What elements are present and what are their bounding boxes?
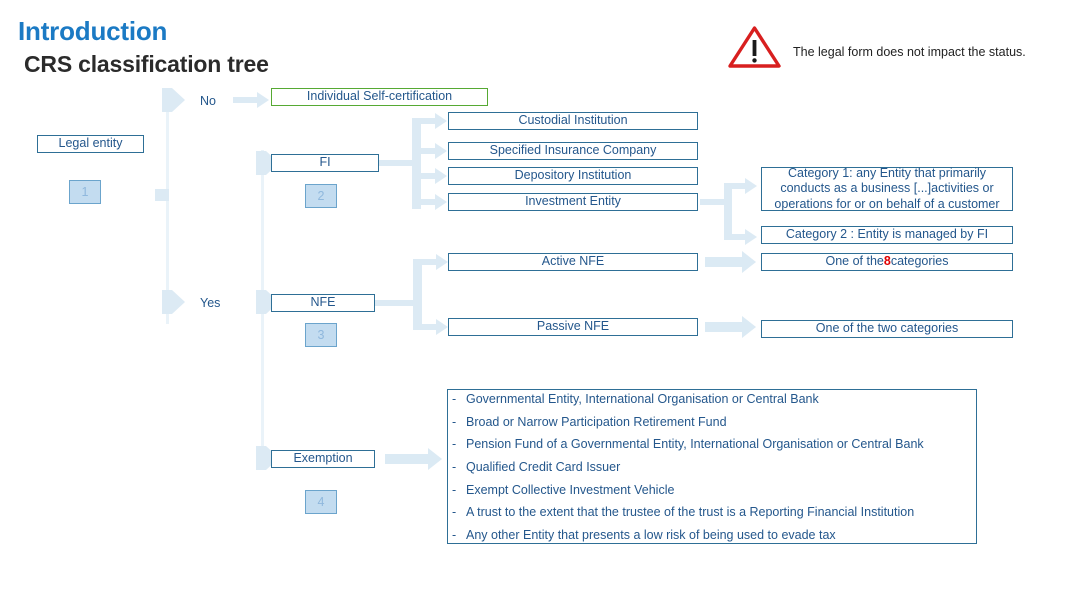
exemption-item-6: A trust to the extent that the trustee o…: [466, 505, 915, 519]
nfe-connector-stem: [375, 300, 413, 306]
node-fi-label: FI: [319, 155, 331, 170]
exemption-dash-4: -: [452, 460, 457, 474]
node-legal-entity-label: Legal entity: [58, 136, 123, 151]
node-custodial-institution-label: Custodial Institution: [518, 113, 628, 128]
fi-branch-arrow-2: [412, 143, 448, 159]
exemption-item-1: Governmental Entity, International Organ…: [466, 392, 819, 406]
spine-primary-line: [166, 96, 169, 324]
arrow-passive-nfe-result: [705, 316, 757, 338]
exemption-dash-5: -: [452, 483, 457, 497]
badge-3-label: 3: [317, 328, 325, 342]
badge-2-label: 2: [317, 189, 325, 203]
ie-branch-arrow-1: [724, 178, 758, 194]
node-depository-institution-label: Depository Institution: [514, 168, 632, 183]
node-passive-nfe-label: Passive NFE: [536, 319, 610, 334]
nfe-branch-arrow-2: [413, 319, 449, 335]
badge-1-label: 1: [81, 185, 89, 199]
ie-connector-spine: [724, 183, 732, 237]
node-specified-insurance-company[interactable]: Specified Insurance Company: [448, 142, 698, 160]
node-specified-insurance-company-label: Specified Insurance Company: [489, 143, 657, 158]
exemption-item-2: Broad or Narrow Participation Retirement…: [466, 415, 727, 429]
exemption-dash-6: -: [452, 505, 457, 519]
badge-2[interactable]: 2: [305, 184, 337, 208]
node-nfe-result-1-suffix: categories: [890, 254, 949, 269]
exemption-item-3: Pension Fund of a Governmental Entity, I…: [466, 437, 924, 451]
exemption-item-4: Qualified Credit Card Issuer: [466, 460, 621, 474]
node-nfe-result-2[interactable]: One of the two categories: [761, 320, 1013, 338]
spine-nfe-block: [256, 290, 266, 314]
node-active-nfe-label: Active NFE: [541, 254, 605, 269]
node-nfe-result-1[interactable]: One of the 8 categories: [761, 253, 1013, 271]
spine-fi-block: [256, 151, 266, 175]
node-exemption[interactable]: Exemption: [271, 450, 375, 468]
page-title: Introduction: [18, 16, 168, 46]
ie-connector-stem: [700, 199, 724, 205]
badge-4-label: 4: [317, 495, 325, 509]
exemption-item-5: Exempt Collective Investment Vehicle: [466, 483, 675, 497]
exemption-dash-3: -: [452, 437, 457, 451]
warning-triangle-icon: [728, 26, 781, 68]
node-fi[interactable]: FI: [271, 154, 379, 172]
node-passive-nfe[interactable]: Passive NFE: [448, 318, 698, 336]
badge-4[interactable]: 4: [305, 490, 337, 514]
node-category-1-label: Category 1: any Entity that primarily co…: [774, 165, 1000, 211]
fi-connector-spine: [412, 119, 421, 209]
node-category-1[interactable]: Category 1: any Entity that primarily co…: [761, 165, 1013, 211]
node-nfe[interactable]: NFE: [271, 294, 375, 312]
fi-connector-stem: [379, 160, 412, 166]
exemption-list-box: [447, 389, 977, 544]
warning-note-text: The legal form does not impact the statu…: [793, 45, 1026, 59]
node-nfe-result-1-prefix: One of the: [825, 254, 884, 269]
arrow-to-self-certification: [233, 92, 269, 108]
node-category-2-label: Category 2 : Entity is managed by FI: [785, 227, 989, 242]
exemption-dash-7: -: [452, 528, 457, 542]
branch-label-yes: Yes: [200, 296, 221, 310]
nfe-connector-spine: [413, 260, 422, 330]
branch-label-no: No: [200, 94, 216, 108]
arrow-exemption-list: [385, 448, 445, 470]
page-subtitle: CRS classification tree: [24, 51, 269, 77]
spine-no-block: [162, 88, 172, 112]
spine-primary-nub: [155, 189, 169, 201]
nfe-branch-arrow-1: [413, 254, 449, 270]
node-individual-self-certification[interactable]: Individual Self-certification: [271, 88, 488, 106]
spine-yes-block: [162, 290, 172, 314]
node-nfe-result-1-highlight: 8: [883, 254, 891, 269]
node-nfe-label: NFE: [310, 295, 336, 310]
node-exemption-label: Exemption: [293, 451, 353, 466]
node-individual-self-certification-label: Individual Self-certification: [306, 89, 453, 104]
node-investment-entity[interactable]: Investment Entity: [448, 193, 698, 211]
node-custodial-institution[interactable]: Custodial Institution: [448, 112, 698, 130]
node-category-2[interactable]: Category 2 : Entity is managed by FI: [761, 226, 1013, 244]
node-depository-institution[interactable]: Depository Institution: [448, 167, 698, 185]
node-nfe-result-2-label: One of the two categories: [815, 321, 959, 336]
exemption-dash-1: -: [452, 392, 457, 406]
arrow-active-nfe-result: [705, 251, 757, 273]
badge-1[interactable]: 1: [69, 180, 101, 204]
node-investment-entity-label: Investment Entity: [525, 194, 621, 209]
spine-no-chevron: [172, 88, 185, 112]
node-legal-entity[interactable]: Legal entity: [37, 135, 144, 153]
ie-branch-arrow-2: [724, 229, 758, 245]
spine-yes-chevron: [172, 290, 185, 314]
fi-branch-arrow-3: [412, 168, 448, 184]
exemption-item-7: Any other Entity that presents a low ris…: [466, 528, 836, 542]
node-active-nfe[interactable]: Active NFE: [448, 253, 698, 271]
fi-branch-arrow-4: [412, 194, 448, 210]
badge-3[interactable]: 3: [305, 323, 337, 347]
spine-exemption-block: [256, 446, 266, 470]
exemption-dash-2: -: [452, 415, 457, 429]
fi-branch-arrow-1: [412, 113, 448, 129]
